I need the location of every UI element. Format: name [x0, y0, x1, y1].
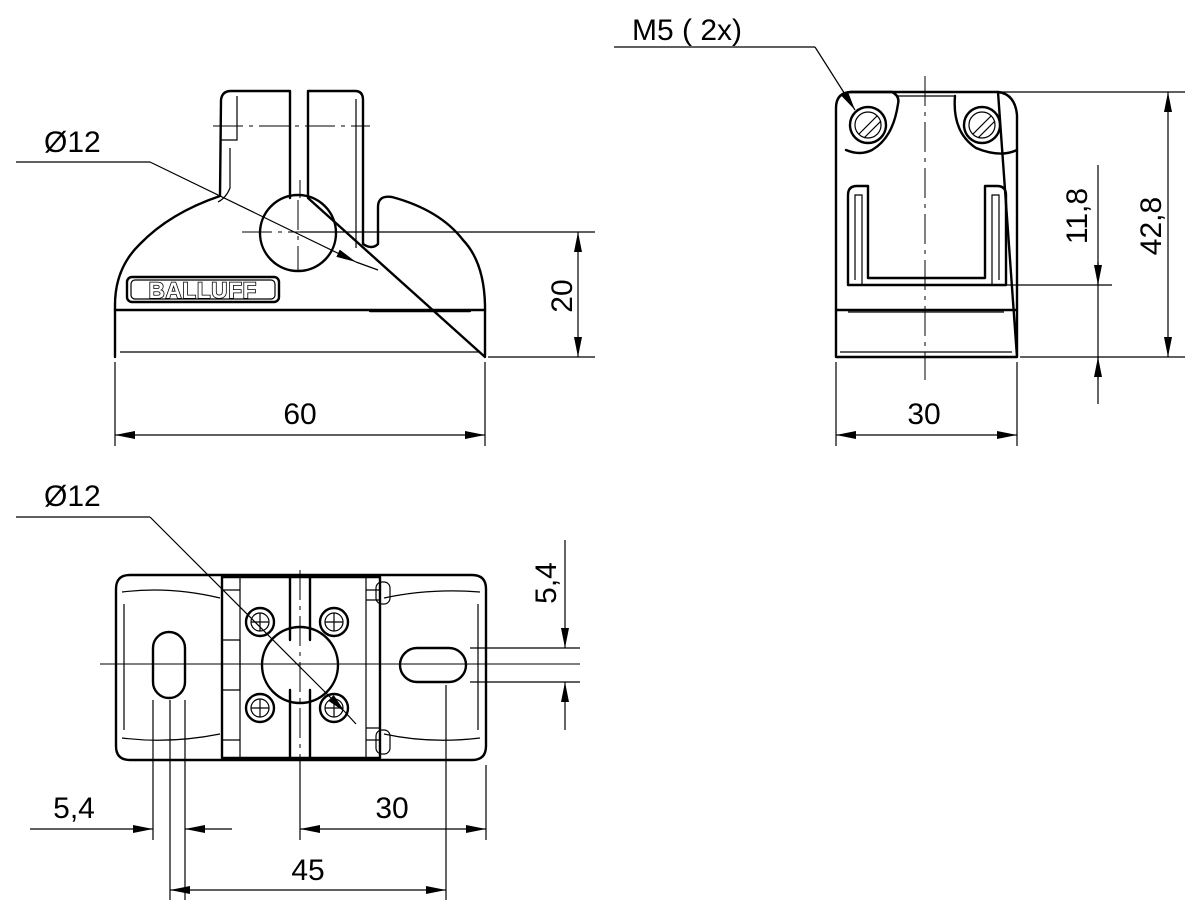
front-sensor-bore [258, 193, 338, 273]
side-total-height-label: 42,8 [1135, 197, 1168, 255]
front-view: BALLUFF Ø12 20 60 [16, 89, 595, 446]
side-m5-screw-left [848, 105, 888, 145]
side-housing-outline [834, 90, 1019, 359]
side-inner-height-label: 11,8 [1061, 188, 1094, 244]
brand-logo-text: BALLUFF [149, 278, 257, 303]
top-housing-outline [114, 573, 488, 762]
front-width-label: 60 [283, 398, 316, 431]
top-slot-width-label: 5,4 [53, 792, 95, 825]
top-screw-3 [244, 692, 276, 724]
side-width-label: 30 [907, 398, 940, 431]
brand-logo [125, 275, 281, 304]
top-sensor-bore [260, 625, 340, 705]
side-m5-screw-right [962, 105, 1002, 145]
top-diameter-label: Ø12 [44, 480, 101, 513]
top-screw-4 [318, 692, 350, 724]
side-view: M5 ( 2x) 42,8 11,8 30 [614, 14, 1185, 446]
side-thread-label: M5 ( 2x) [632, 14, 742, 47]
top-screw-1 [244, 606, 276, 638]
top-hole-spacing-label: 45 [291, 854, 324, 887]
top-view: Ø12 5,4 5,4 30 45 [16, 480, 580, 900]
top-slot-offset-label: 5,4 [530, 562, 563, 604]
top-half-spacing-label: 30 [375, 792, 408, 825]
front-diameter-label: Ø12 [44, 126, 101, 159]
front-housing-outline [113, 89, 487, 359]
top-mounting-slot-left [151, 630, 187, 700]
front-height-label: 20 [546, 279, 579, 312]
top-screw-2 [318, 606, 350, 638]
top-mounting-slot-right [398, 646, 468, 684]
